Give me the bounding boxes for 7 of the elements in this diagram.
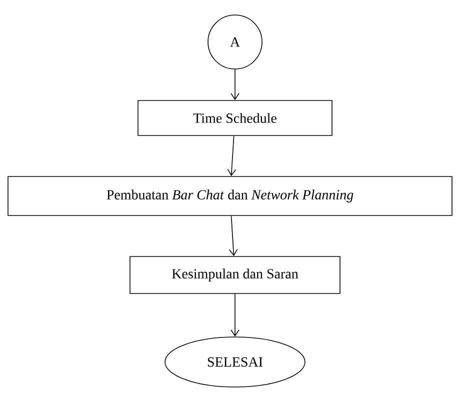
- process-box: Pembuatan Bar Chat dan Network Planning: [8, 176, 452, 216]
- process-box: Kesimpulan dan Saran: [130, 256, 340, 294]
- arrow: [230, 294, 240, 337]
- arrow: [229, 216, 238, 256]
- arrow: [227, 136, 236, 176]
- arrow: [230, 69, 240, 100]
- process-box: Time Schedule: [138, 100, 332, 136]
